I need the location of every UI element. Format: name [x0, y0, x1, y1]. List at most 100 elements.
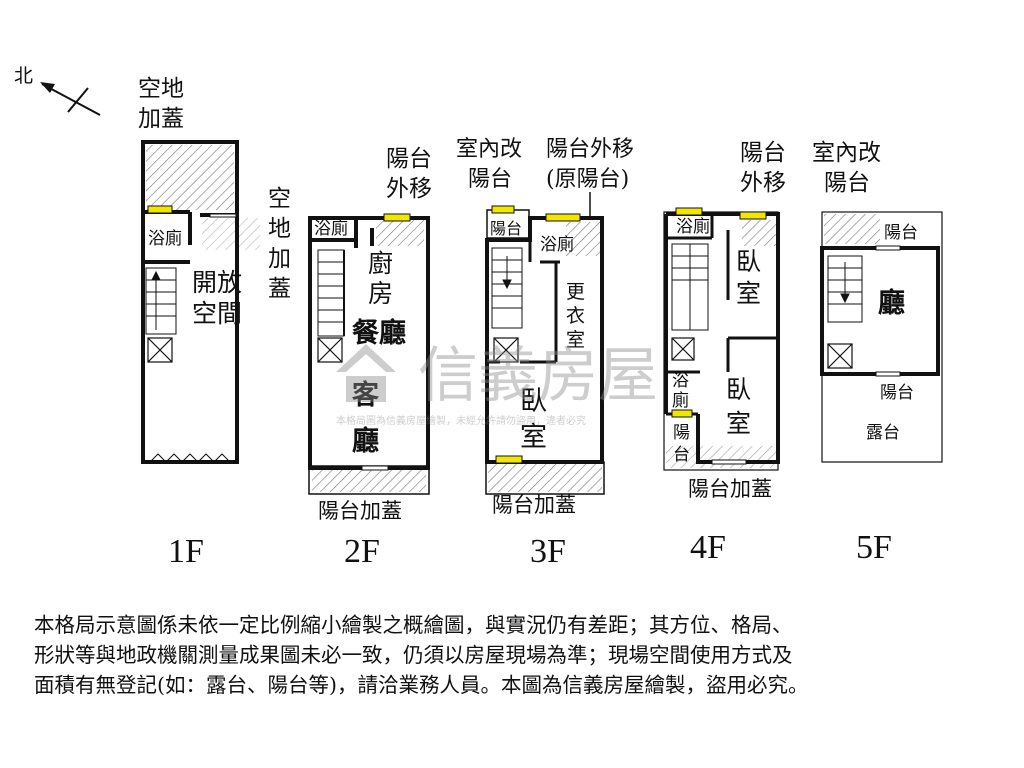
- f1-top-extension-line1: 空地: [138, 76, 184, 102]
- f5-door-bottom: [875, 371, 901, 377]
- f2-stairs: [317, 249, 345, 337]
- f5-elevator: [827, 343, 853, 369]
- f1-folding-door: [149, 453, 231, 463]
- f2-elevator: [317, 337, 343, 363]
- f4-door: [711, 459, 747, 465]
- f4-bath-mid-2: 廁: [672, 390, 689, 411]
- f4-balcony-side-1: 陽: [673, 423, 690, 443]
- floor-5f: 室內改 陽台 陽台 廳 陽台 露台 5F: [812, 140, 943, 566]
- f5-door-top: [875, 245, 901, 251]
- f4-window-top-left: [675, 207, 703, 216]
- watermark: 信義房屋 本格局圖為信義房屋繪製，未經允許請勿盜用，違者必究: [336, 341, 658, 427]
- f1-bath-label: 浴廁: [148, 228, 182, 249]
- f2-dining-label: 餐廳: [352, 317, 406, 349]
- f3-bath-label: 浴廁: [540, 234, 574, 255]
- f3-stairs: [491, 247, 523, 329]
- f4-balcony-hatch: [742, 220, 776, 246]
- f1-side-extension-3: 加: [268, 246, 291, 272]
- f3-balcony-ext-label: 陽台加蓋: [492, 493, 576, 517]
- f4-window-side: [671, 409, 693, 418]
- f2-kitchen-1: 廚: [368, 249, 393, 278]
- f4-stairs: [671, 243, 709, 331]
- f3-dressing-3: 室: [566, 329, 585, 351]
- watermark-brand: 信義房屋: [418, 341, 658, 411]
- f5-hall-label: 廳: [878, 287, 905, 319]
- disclaimer-line-2: 形狀等與地政機關測量成果圖未必一致，仍須以房屋現場為準；現場空間使用方式及: [34, 643, 793, 667]
- f3-elevator: [493, 337, 519, 363]
- f3-dressing-1: 更: [566, 281, 585, 303]
- f4-bedroom-bottom-2: 室: [726, 409, 751, 438]
- f4-balcony-side-2: 台: [673, 445, 690, 465]
- f1-door: [209, 213, 237, 218]
- f4-inner-wall: [666, 214, 778, 416]
- f1-side-extension-hatch: [202, 218, 260, 250]
- f5-balcony-mid-label: 陽台: [880, 383, 914, 403]
- f2-balcony-moved-line2: 外移: [386, 176, 432, 202]
- floor-3f: 室內改 陽台 陽台外移 (原陽台) 陽台 浴廁 更 衣 室 臥 室 陽台加蓋 3: [456, 137, 634, 570]
- f4-bedroom-bottom-1: 臥: [726, 375, 751, 404]
- f4-balcony-ext-label: 陽台加蓋: [688, 477, 772, 501]
- f1-open-space-line1: 開放: [192, 268, 242, 297]
- f5-indoor-balcony-2: 陽台: [824, 170, 870, 196]
- north-arrow-icon: [40, 82, 55, 93]
- f2-balcony-hatch: [376, 220, 424, 246]
- f2-balcony-ext-hatch: [312, 468, 426, 492]
- f3-bedroom-2: 室: [520, 422, 547, 453]
- north-arrow-cross: [67, 87, 89, 113]
- disclaimer-line-1: 本格局示意圖係未依一定比例縮小繪製之概繪圖，與實況仍有差距；其方位、格局、: [34, 613, 793, 637]
- f3-floor-label: 3F: [530, 533, 566, 570]
- f3-bedroom-1: 臥: [520, 386, 547, 417]
- f1-side-extension-2: 地: [268, 216, 291, 242]
- f5-indoor-balcony-1: 室內改: [812, 140, 881, 166]
- f4-balcony-moved-1: 陽台: [740, 140, 786, 166]
- f5-floor-label: 5F: [856, 529, 892, 566]
- f4-window-top-right: [739, 211, 767, 220]
- f2-balcony-moved-line1: 陽台: [386, 146, 432, 172]
- north-label: 北: [14, 65, 33, 87]
- f4-bath-top-label: 浴廁: [676, 216, 710, 237]
- floor-1f: 空地 加蓋 浴廁 開放 空間 空 地 加 蓋 1F: [138, 76, 291, 570]
- floor-4f: 陽台 外移 浴廁 臥 室 浴 廁 臥 室 陽 台 陽台加蓋 4F: [663, 140, 786, 566]
- f2-living-1: 客: [352, 379, 380, 411]
- f2-bath-label: 浴廁: [314, 218, 348, 239]
- f5-balcony-top-label: 陽台: [884, 223, 918, 243]
- f1-elevator: [147, 337, 173, 363]
- f3-balcony-moved-2: (原陽台): [546, 167, 629, 192]
- disclaimer-line-3: 面積有無登記(如：露台、陽台等)，請洽業務人員。本圖為信義房屋繪製，盜用必究。: [34, 673, 809, 697]
- f1-window: [147, 205, 173, 214]
- f3-balcony-small-label: 陽台: [490, 219, 522, 238]
- f1-side-extension-1: 空: [268, 186, 291, 212]
- f5-stairs: [827, 255, 863, 323]
- watermark-logo-icon: [336, 344, 396, 402]
- f1-extension-hatch: [146, 145, 234, 210]
- f3-balcony-ext-hatch: [488, 464, 602, 492]
- f1-outer-wall: [141, 140, 239, 464]
- f1-floor-label: 1F: [168, 533, 204, 570]
- f4-floor-label: 4F: [690, 529, 726, 566]
- f5-terrace-label: 露台: [866, 423, 900, 443]
- f1-open-space-line2: 空間: [192, 299, 242, 328]
- floor-2f: 陽台 外移 浴廁 廚 房 餐廳 客 廳 陽台加蓋 2F: [308, 146, 432, 570]
- f2-window: [383, 213, 411, 222]
- f2-living-2: 廳: [352, 425, 379, 457]
- f3-balcony-hatch: [566, 222, 600, 256]
- watermark-fine-print: 本格局圖為信義房屋繪製，未經允許請勿盜用，違者必究: [336, 414, 586, 427]
- disclaimer: 本格局示意圖係未依一定比例縮小繪製之概繪圖，與實況仍有差距；其方位、格局、 形狀…: [34, 610, 1004, 700]
- f3-indoor-balcony-2: 陽台: [468, 167, 512, 192]
- f2-kitchen-2: 房: [368, 279, 393, 308]
- f4-bath-mid-1: 浴: [672, 371, 689, 391]
- f4-balcony-moved-2: 外移: [740, 170, 786, 196]
- f3-indoor-balcony-1: 室內改: [456, 137, 522, 162]
- f3-window-small: [491, 205, 515, 214]
- f2-inner-wall: [310, 218, 374, 248]
- f4-bedroom-top-2: 室: [736, 279, 761, 308]
- f3-balcony-moved-1: 陽台外移: [546, 137, 634, 162]
- f1-top-extension-line2: 加蓋: [138, 106, 184, 132]
- f4-elevator: [671, 337, 695, 361]
- f1-side-extension-4: 蓋: [268, 276, 291, 302]
- f2-balcony-ext-label: 陽台加蓋: [318, 499, 402, 523]
- f3-inner-wall: [487, 218, 560, 364]
- f3-window-top: [545, 213, 581, 222]
- f4-bedroom-top-1: 臥: [736, 247, 761, 276]
- floor-plan-diagram: 北 空地 加蓋 浴廁 開放 空間 空 地 加 蓋 1F: [14, 65, 943, 570]
